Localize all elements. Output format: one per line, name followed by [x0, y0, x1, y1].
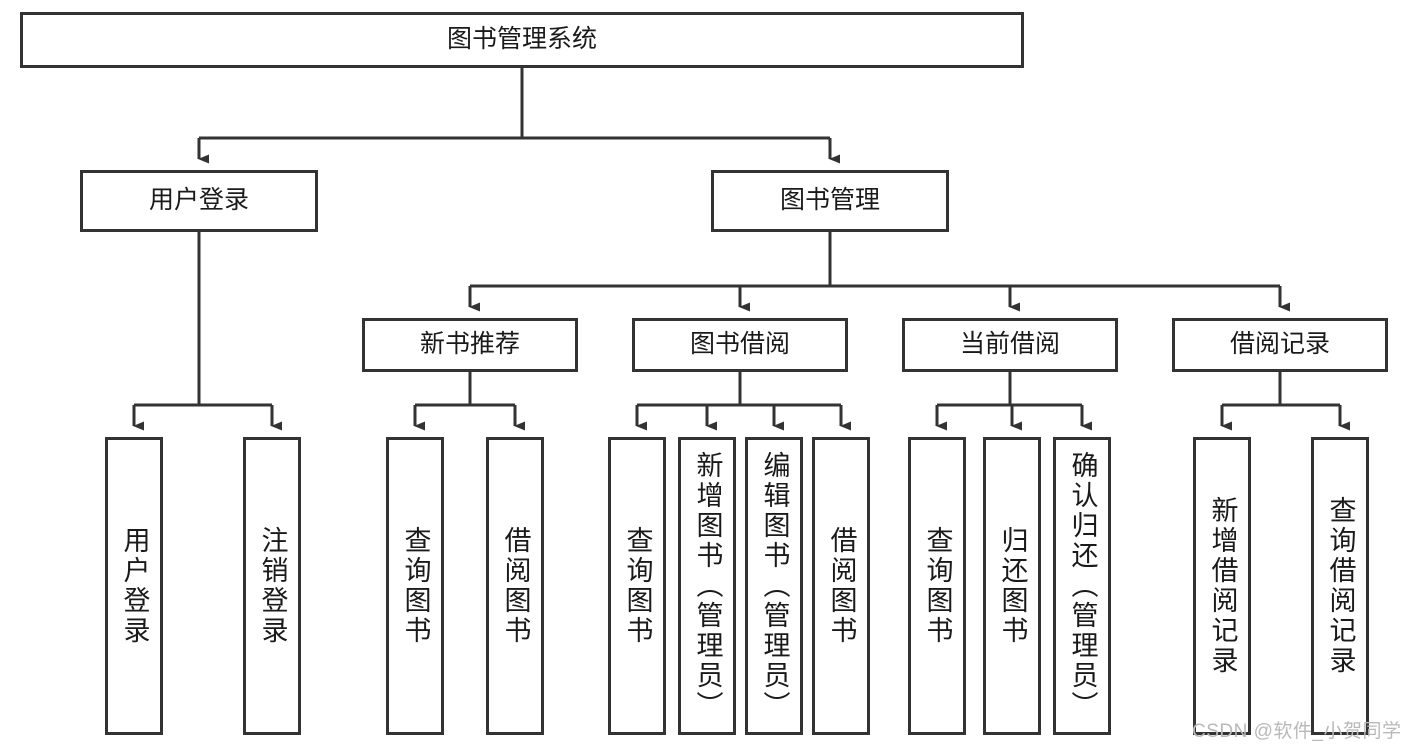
node-root[interactable]: 图书管理系统 [20, 12, 1024, 68]
node-label: 借阅图书 [500, 526, 531, 646]
node-label: 查询图书 [922, 526, 953, 646]
node-l_addbook[interactable]: 新增图书（管理员） [678, 437, 736, 735]
node-l_querybook1[interactable]: 查询图书 [386, 437, 444, 735]
node-l_editbook[interactable]: 编辑图书（管理员） [745, 437, 803, 735]
node-l_borrowbk1[interactable]: 借阅图书 [486, 437, 544, 735]
node-current[interactable]: 当前借阅 [902, 318, 1118, 372]
node-l_addrec[interactable]: 新增借阅记录 [1193, 437, 1251, 735]
node-label: 新增借阅记录 [1207, 496, 1238, 676]
node-borrow[interactable]: 图书借阅 [632, 318, 848, 372]
node-l_querybook3[interactable]: 查询图书 [908, 437, 966, 735]
node-label: 用户登录 [119, 526, 150, 646]
node-label: 确认归还（管理员） [1067, 451, 1098, 721]
node-label: 新增图书（管理员） [692, 451, 723, 721]
node-label: 新书推荐 [419, 330, 520, 359]
node-newbook[interactable]: 新书推荐 [362, 318, 578, 372]
node-label: 归还图书 [997, 526, 1028, 646]
node-bookmgmt[interactable]: 图书管理 [711, 170, 949, 232]
node-label: 图书借阅 [689, 330, 790, 359]
node-label: 借阅记录 [1229, 330, 1330, 359]
node-label: 查询图书 [622, 526, 653, 646]
node-l_queryrec[interactable]: 查询借阅记录 [1311, 437, 1369, 735]
node-l_returnbk[interactable]: 归还图书 [983, 437, 1041, 735]
node-l_querybook2[interactable]: 查询图书 [608, 437, 666, 735]
node-label: 图书管理系统 [446, 25, 597, 54]
node-l_confreturn[interactable]: 确认归还（管理员） [1053, 437, 1111, 735]
node-label: 编辑图书（管理员） [759, 451, 790, 721]
node-label: 查询图书 [400, 526, 431, 646]
node-l_logout[interactable]: 注销登录 [243, 437, 301, 735]
node-label: 注销登录 [257, 526, 288, 646]
node-label: 图书管理 [779, 186, 880, 215]
node-login[interactable]: 用户登录 [80, 170, 318, 232]
csdn-watermark: CSDN @软件_小贺同学 [1192, 721, 1402, 742]
node-label: 借阅图书 [826, 526, 857, 646]
node-l_borrowbk2[interactable]: 借阅图书 [812, 437, 870, 735]
node-label: 用户登录 [148, 186, 249, 215]
node-label: 查询借阅记录 [1325, 496, 1356, 676]
node-records[interactable]: 借阅记录 [1172, 318, 1388, 372]
node-label: 当前借阅 [959, 330, 1060, 359]
node-l_login[interactable]: 用户登录 [105, 437, 163, 735]
